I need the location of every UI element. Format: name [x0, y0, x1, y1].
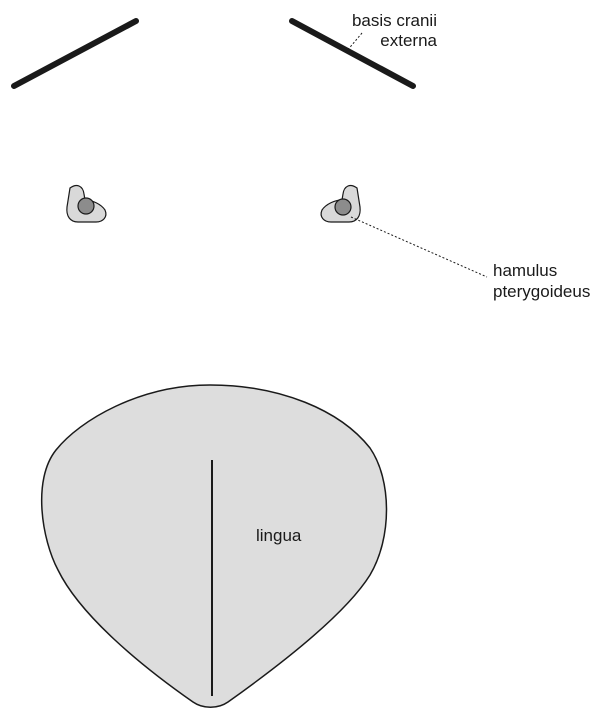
hamulus-label-line2: pterygoideus [493, 282, 590, 301]
basis-cranii-right-bar [289, 18, 416, 89]
hamulus-right [320, 184, 361, 223]
basis-cranii-left-bar [11, 18, 139, 89]
lingua-outline [40, 384, 388, 708]
lingua-label: lingua [256, 526, 302, 545]
hamulus-leader-line [350, 216, 488, 278]
hamulus-left-core [77, 197, 95, 215]
basis-cranii-externa [11, 18, 416, 89]
hamulus-label-line1: hamulus [493, 261, 557, 280]
basis-cranii-label-line1: basis cranii [352, 11, 437, 30]
basis-cranii-label-line2: externa [380, 31, 437, 50]
lingua [40, 384, 388, 708]
hamulus-left [66, 184, 107, 223]
hamulus-right-core [334, 198, 352, 216]
basis-cranii-leader-line [345, 32, 363, 53]
